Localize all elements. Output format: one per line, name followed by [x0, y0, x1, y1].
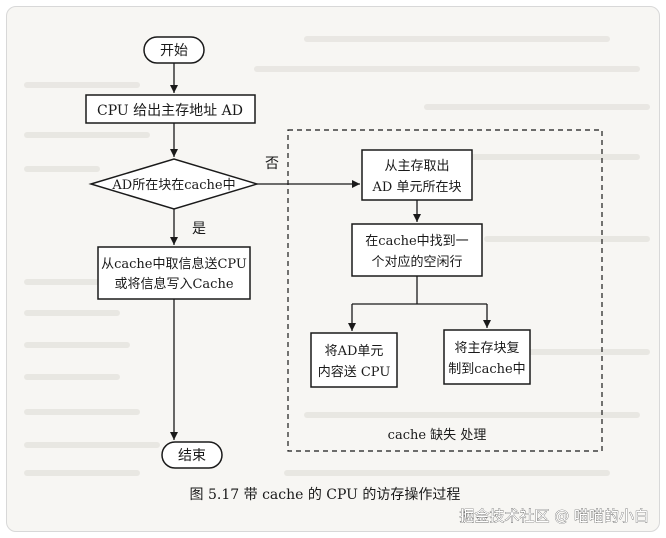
screenshot-frame: 开始 CPU 给出主存地址 AD AD所在块在cache中 否 是 从cache… — [6, 6, 660, 532]
branch-no-label: 否 — [265, 156, 279, 172]
site-watermark: 掘金技术社区 @ 喵喵的小白 — [459, 507, 649, 525]
send-cpu-line1: 将AD单元 — [325, 344, 384, 359]
hit-action-line2: 或将信息写入Cache — [114, 276, 233, 292]
miss-region-label: cache 缺失 处理 — [388, 428, 487, 443]
flowchart-canvas: 开始 CPU 给出主存地址 AD AD所在块在cache中 否 是 从cache… — [24, 36, 650, 525]
miss-fetch-node — [361, 149, 473, 201]
send-cpu-node — [310, 332, 398, 388]
send-address-label: CPU 给出主存地址 AD — [97, 103, 243, 119]
figure-caption: 图 5.17 带 cache 的 CPU 的访存操作过程 — [190, 487, 461, 503]
decision-in-cache-label: AD所在块在cache中 — [111, 178, 235, 193]
hit-action-node — [97, 246, 251, 300]
copy-block-line1: 将主存块复 — [454, 341, 519, 356]
end-node — [161, 441, 223, 469]
send-cpu-line2: 内容送 CPU — [318, 364, 391, 380]
miss-fetch-line1: 从主存取出 — [384, 159, 449, 174]
copy-block-line2: 制到cache中 — [448, 362, 525, 377]
find-free-line2: 个对应的空闲行 — [371, 254, 462, 270]
find-free-line1: 在cache中找到一 — [365, 234, 468, 249]
miss-region-border — [287, 129, 603, 452]
find-free-node — [351, 223, 483, 277]
branch-yes-label: 是 — [192, 221, 206, 237]
send-address-node — [85, 94, 256, 124]
miss-fetch-line2: AD 单元所在块 — [372, 180, 462, 195]
start-label: 开始 — [160, 43, 188, 59]
copy-block-node — [443, 329, 531, 385]
hit-action-line1: 从cache中取信息送CPU — [101, 256, 247, 272]
end-label: 结束 — [178, 448, 206, 464]
